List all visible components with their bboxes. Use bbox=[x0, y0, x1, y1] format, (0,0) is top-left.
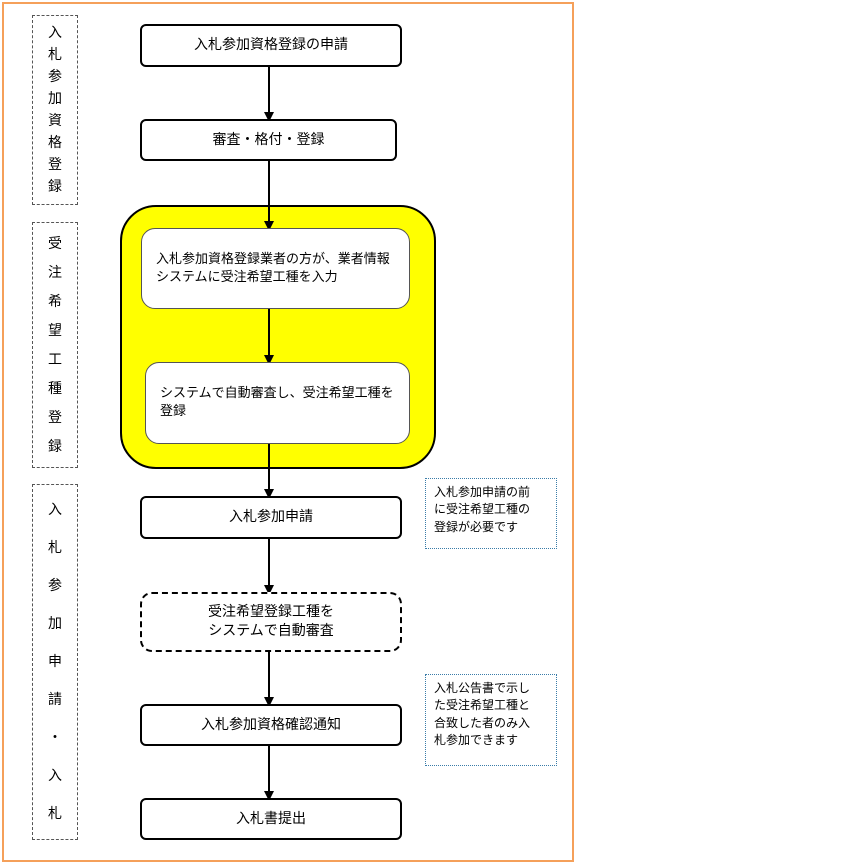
step-auto-review-trade: 受注希望登録工種を システムで自動審査 bbox=[140, 592, 402, 652]
phase-label-char: 種 bbox=[48, 380, 62, 397]
phase-label-char: 工 bbox=[48, 351, 62, 368]
phase-label-char: 参 bbox=[48, 69, 62, 85]
phase-label-char: 希 bbox=[48, 293, 62, 310]
step-qualification-notice: 入札参加資格確認通知 bbox=[140, 704, 402, 746]
note-match-only: 入札公告書で示し た受注希望工種と 合致した者のみ入 札参加できます bbox=[425, 674, 557, 766]
phase-label-char: 録 bbox=[48, 438, 62, 455]
phase-label-char: 加 bbox=[48, 616, 62, 632]
phase-label-char: 入 bbox=[48, 768, 62, 784]
phase-label-bid: 入札参加申請・入札 bbox=[32, 484, 78, 840]
phase-label-char: 登 bbox=[48, 409, 62, 426]
phase-label-preferred-trade: 受注希望工種登録 bbox=[32, 222, 78, 468]
phase-label-char: 受 bbox=[48, 235, 62, 252]
step-submit-bid: 入札書提出 bbox=[140, 798, 402, 840]
step-review-rank-register: 審査・格付・登録 bbox=[140, 119, 397, 161]
phase-label-char: 録 bbox=[48, 179, 62, 195]
phase-label-char: 資 bbox=[48, 113, 62, 129]
phase-label-qualification: 入札参加資格登録 bbox=[32, 15, 78, 205]
phase-label-char: ・ bbox=[48, 730, 62, 746]
note-register-before-bid: 入札参加申請の前 に受注希望工種の 登録が必要です bbox=[425, 478, 557, 549]
step-apply-qualification: 入札参加資格登録の申請 bbox=[140, 24, 402, 67]
phase-label-char: 参 bbox=[48, 578, 62, 594]
phase-label-char: 入 bbox=[48, 25, 62, 41]
phase-label-char: 登 bbox=[48, 157, 62, 173]
step-auto-review-register: システムで自動審査し、受注希望工種を登録 bbox=[145, 362, 410, 444]
phase-label-char: 加 bbox=[48, 91, 62, 107]
phase-label-char: 申 bbox=[48, 654, 62, 670]
step-enter-preferred-trade: 入札参加資格登録業者の方が、業者情報システムに受注希望工種を入力 bbox=[141, 228, 410, 309]
phase-label-char: 請 bbox=[48, 692, 62, 708]
phase-label-char: 札 bbox=[48, 47, 62, 63]
phase-label-char: 格 bbox=[48, 135, 62, 151]
phase-label-char: 札 bbox=[48, 806, 62, 822]
phase-label-char: 札 bbox=[48, 540, 62, 556]
phase-label-char: 注 bbox=[48, 264, 62, 281]
diagram-frame bbox=[2, 2, 574, 862]
phase-label-char: 入 bbox=[48, 502, 62, 518]
phase-label-char: 望 bbox=[48, 322, 62, 339]
step-bid-application: 入札参加申請 bbox=[140, 496, 402, 539]
